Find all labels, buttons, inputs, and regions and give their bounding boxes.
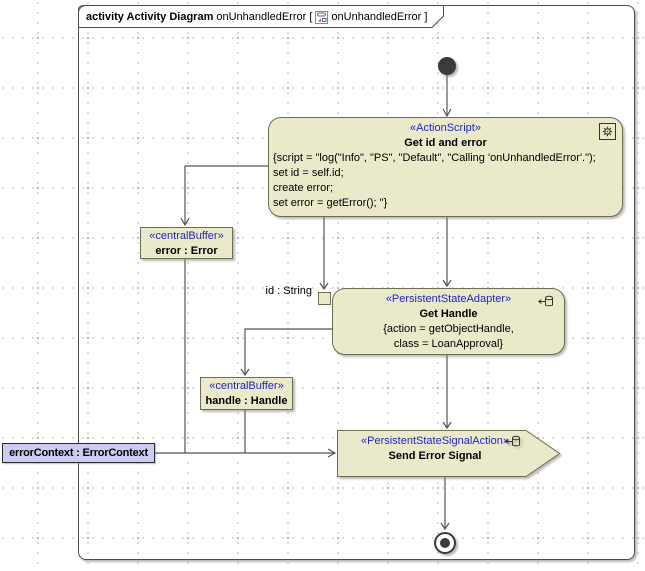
activity-diagram-icon [315, 10, 329, 24]
frame-tab-diagram-name: onUnhandledError [ [216, 11, 313, 23]
adapter-name: Get Handle [419, 308, 478, 320]
input-pin-id[interactable] [318, 292, 331, 305]
handle-buffer-name: handle : Handle [205, 395, 288, 407]
action-get-handle[interactable]: «PersistentStateAdapter» Get Handle {act… [332, 288, 565, 355]
send-signal-stereotype: «PersistentStateSignalAction» [361, 435, 509, 447]
adapter-body-line: {action = getObjectHandle, [383, 323, 514, 335]
error-context-node[interactable]: errorContext : ErrorContext [2, 443, 155, 463]
activity-final-node[interactable] [434, 532, 456, 554]
handle-buffer-stereotype: «centralBuffer» [209, 380, 284, 392]
central-buffer-handle[interactable]: «centralBuffer» handle : Handle [200, 377, 293, 410]
action-send-error-signal[interactable]: «PersistentStateSignalAction» Send Error… [337, 430, 561, 477]
frame-tab-keyword: activity Activity Diagram [86, 11, 214, 23]
central-buffer-error[interactable]: «centralBuffer» error : Error [140, 227, 233, 259]
action-script-body-line: {script = "log("Info", "PS", "Default", … [273, 152, 596, 164]
action-script-stereotype: «ActionScript» [410, 122, 481, 134]
adapter-body-line: class = LoanApproval} [393, 338, 504, 350]
send-signal-name: Send Error Signal [388, 450, 482, 462]
action-get-id-and-error[interactable]: «ActionScript» Get id and error {script … [268, 117, 623, 217]
action-script-body-line: create error; [273, 182, 333, 194]
activity-frame[interactable] [78, 5, 635, 560]
action-script-body-line: set id = self.id; [273, 167, 344, 179]
pin-label: id : String [265, 285, 312, 297]
error-context-label: errorContext : ErrorContext [9, 447, 148, 459]
gear-icon [599, 123, 616, 140]
error-buffer-name: error : Error [155, 245, 218, 257]
database-arrow-icon [537, 295, 554, 308]
frame-tab[interactable]: activity Activity Diagram onUnhandledErr… [86, 9, 438, 25]
adapter-stereotype: «PersistentStateAdapter» [385, 293, 512, 305]
initial-node[interactable] [438, 57, 456, 75]
action-script-body-line: set error = getError(); "} [273, 197, 388, 209]
send-signal-shape [337, 430, 561, 477]
activity-final-dot [440, 538, 450, 548]
error-buffer-stereotype: «centralBuffer» [149, 230, 224, 242]
action-script-name: Get id and error [404, 137, 487, 149]
database-arrow-icon [504, 435, 521, 448]
frame-tab-diagram-ref: onUnhandledError ] [331, 11, 428, 23]
